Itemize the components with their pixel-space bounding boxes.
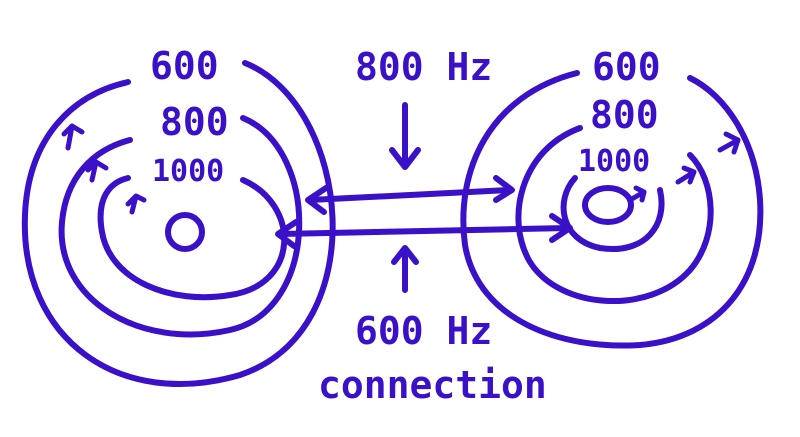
connections [275, 102, 573, 293]
top-label-pointer-arrow [389, 102, 421, 170]
right-arrow-outer [717, 131, 741, 155]
right-ring-600 [460, 70, 764, 349]
right-center-circle [582, 185, 634, 225]
right-ring-label-1000: 1000 [578, 144, 651, 179]
bottom-connection-left-head [275, 219, 299, 249]
left-ring-label-1000: 1000 [152, 154, 225, 189]
right-ring-800 [515, 125, 714, 305]
left-arrow-outer [61, 123, 85, 151]
right-ring-label-800: 800 [590, 93, 659, 137]
bottom-connection-label-line1: 600 Hz [355, 309, 493, 353]
top-connection-label: 800 Hz [355, 45, 493, 89]
left-ring-label-600: 600 [150, 44, 219, 88]
top-connection-line [307, 187, 513, 203]
left-center-circle [165, 212, 205, 252]
bottom-connection-right-head [549, 213, 573, 243]
right-ring-label-600: 600 [592, 45, 661, 89]
top-connection-right-head [493, 175, 515, 203]
right-source [460, 70, 764, 349]
bottom-connection-line [277, 225, 571, 237]
left-ring-800 [58, 115, 303, 338]
right-arrow-middle [675, 165, 697, 185]
left-arrow-inner [125, 193, 147, 215]
bottom-connection-label-line2: connection [318, 363, 547, 407]
left-ring-600 [21, 60, 336, 387]
right-ring-1000 [560, 175, 665, 253]
right-arrow-inner [627, 185, 647, 203]
left-ring-1000 [97, 175, 288, 301]
bottom-label-pointer-arrow [391, 245, 419, 293]
left-source [21, 60, 336, 387]
left-arrow-middle [85, 159, 109, 183]
top-connection-left-head [305, 185, 329, 215]
left-ring-label-800: 800 [160, 100, 229, 144]
